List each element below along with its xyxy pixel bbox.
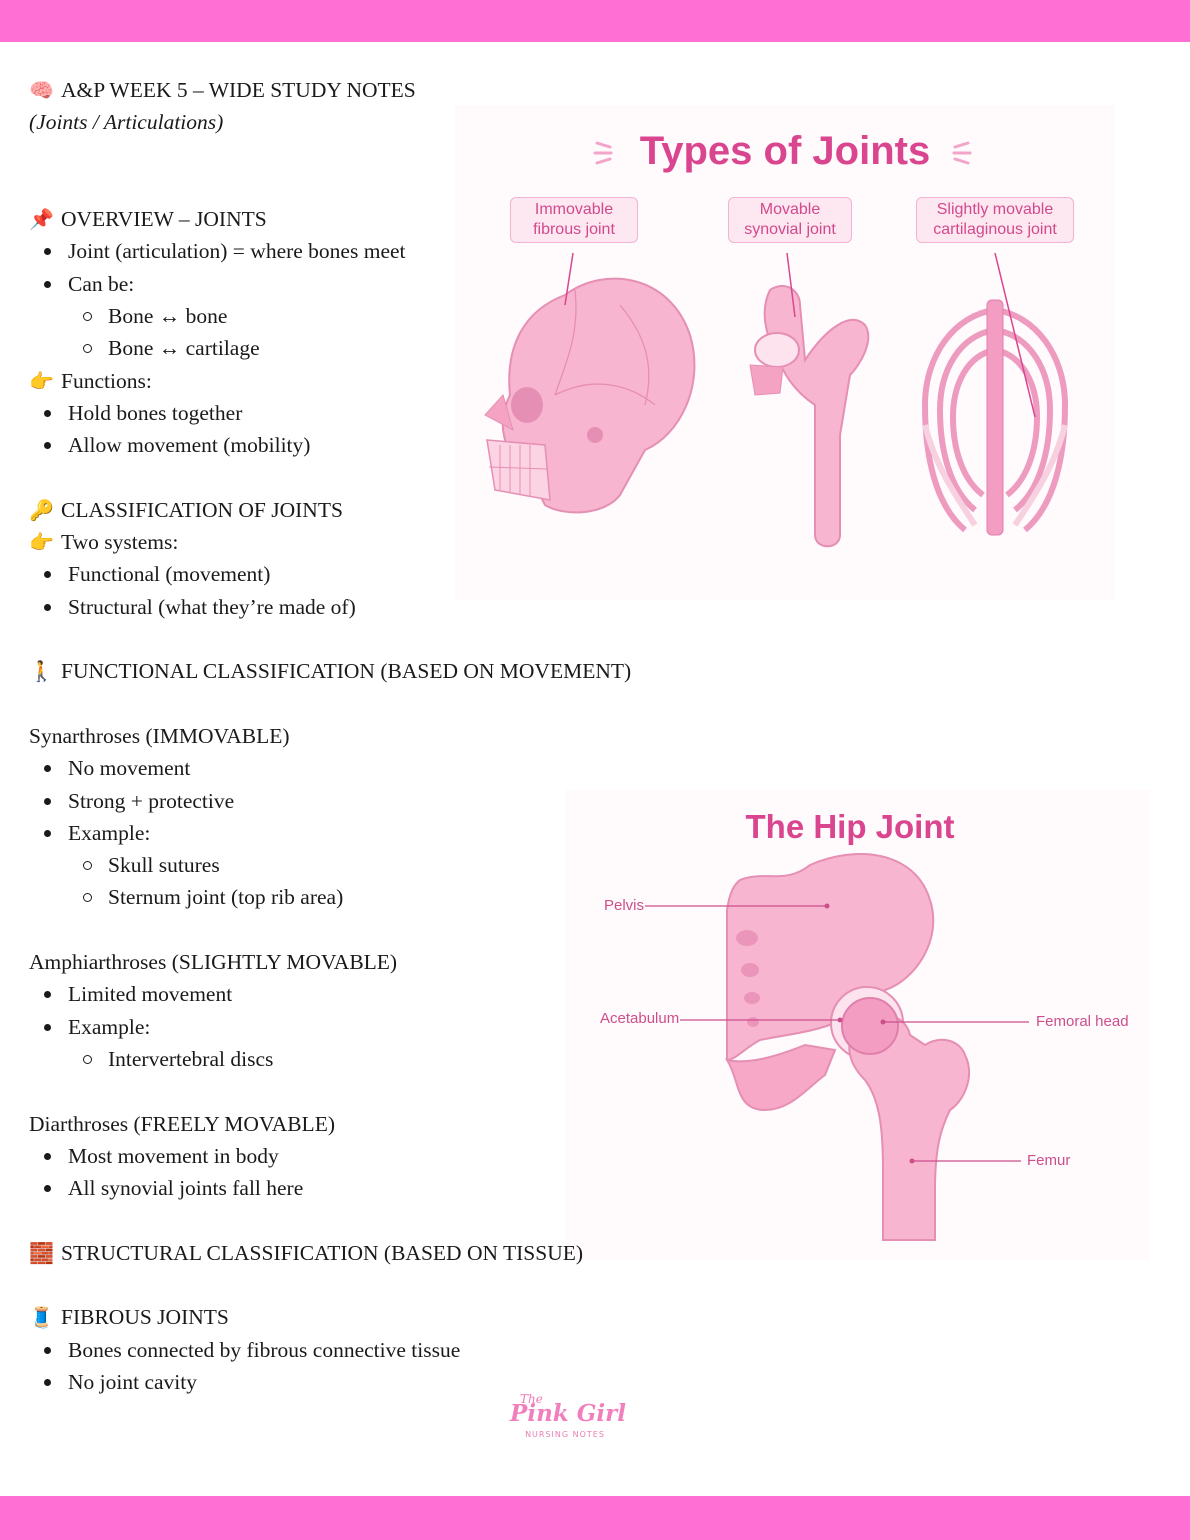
tag-line: cartilaginous joint	[933, 221, 1057, 238]
list-item: Hold bones together	[29, 397, 709, 429]
sub-list-item: Skull sutures	[29, 849, 709, 881]
list-item: Example:	[29, 1011, 709, 1043]
pointing-hand-icon: 👉	[29, 368, 54, 393]
sub-list-item: Bone ↔ bone	[29, 300, 709, 332]
hip-joint-figure: The Hip Joint Pelvis Acetabulum Femoral …	[565, 790, 1150, 1260]
classification-heading-text: CLASSIFICATION OF JOINTS	[61, 497, 343, 522]
amphiarthroses-title: Amphiarthroses (SLIGHTLY MOVABLE)	[29, 950, 398, 975]
classification-heading: 🔑 CLASSIFICATION OF JOINTS	[29, 494, 709, 526]
types-of-joints-figure: Types of Joints Immovable fibrous joint …	[455, 105, 1115, 600]
notes-title: 🧠 A&P WEEK 5 – WIDE STUDY NOTES	[29, 74, 709, 106]
sub-list-item: Bone ↔ cartilage	[29, 332, 709, 364]
sternum-spine-illustration	[986, 299, 1004, 536]
brain-icon: 🧠	[29, 78, 54, 102]
figure-pointers	[564, 252, 1036, 418]
fibrous-heading-text: FIBROUS JOINTS	[61, 1305, 229, 1330]
ribcage-illustration	[921, 307, 1069, 533]
label-femur: Femur	[1027, 1152, 1071, 1169]
list-item: Bones connected by fibrous connective ti…	[29, 1334, 709, 1366]
functional-heading-text: FUNCTIONAL CLASSIFICATION (BASED ON MOVE…	[61, 659, 632, 684]
top-pink-band	[0, 0, 1190, 42]
label-pelvis: Pelvis	[604, 897, 645, 914]
hip-joint-illustration	[645, 853, 1029, 1241]
types-of-joints-title: Types of Joints	[639, 129, 931, 173]
functions-label: 👉 Functions:	[29, 365, 709, 397]
tag-movable-synovial: Movable synovial joint	[728, 197, 852, 243]
tag-slightly-movable-cartilaginous: Slightly movable cartilaginous joint	[916, 197, 1074, 243]
notes-title-text: A&P WEEK 5 – WIDE STUDY NOTES	[61, 78, 416, 102]
synarthroses-title: Synarthroses (IMMOVABLE)	[29, 723, 290, 748]
list-item: No movement	[29, 752, 709, 784]
label-acetabulum: Acetabulum	[600, 1010, 680, 1027]
logo-main: Pink Girl	[510, 1400, 626, 1427]
logo-sub: NURSING NOTES	[525, 1430, 605, 1439]
tag-line: Slightly movable	[936, 201, 1054, 218]
list-item: No joint cavity	[29, 1366, 709, 1398]
bricks-icon: 🧱	[29, 1240, 54, 1265]
list-item: Can be:	[29, 268, 709, 300]
overview-heading-text: OVERVIEW – JOINTS	[61, 207, 267, 232]
study-notes: 🧠 A&P WEEK 5 – WIDE STUDY NOTES (Joints /…	[29, 74, 709, 1398]
person-walking-icon: 🚶	[29, 659, 54, 684]
systems-label-text: Two systems:	[61, 530, 179, 555]
femur-illustration	[841, 997, 970, 1241]
list-item: Functional (movement)	[29, 558, 709, 590]
tag-line: Immovable	[534, 201, 614, 218]
pink-girl-logo: The Pink Girl NURSING NOTES	[490, 1390, 650, 1450]
sub-list-item: Sternum joint (top rib area)	[29, 881, 709, 913]
title-decoration-left	[593, 141, 613, 165]
tag-line: synovial joint	[744, 221, 836, 238]
logo-the: The	[520, 1392, 543, 1406]
functions-label-text: Functions:	[61, 368, 152, 393]
list-item: All synovial joints fall here	[29, 1172, 709, 1204]
list-item: Joint (articulation) = where bones meet	[29, 235, 709, 267]
list-item: Most movement in body	[29, 1140, 709, 1172]
structural-heading-text: STRUCTURAL CLASSIFICATION (BASED ON TISS…	[61, 1240, 584, 1265]
hip-pointers	[645, 905, 1029, 1162]
list-item: Strong + protective	[29, 785, 709, 817]
skull-illustration	[484, 277, 696, 514]
fibrous-heading: 🧵 FIBROUS JOINTS	[29, 1301, 709, 1333]
bottom-pink-band	[0, 1496, 1190, 1540]
key-icon: 🔑	[29, 497, 54, 522]
pushpin-icon: 📌	[29, 207, 54, 232]
overview-heading: 📌 OVERVIEW – JOINTS	[29, 203, 709, 235]
structural-heading: 🧱 STRUCTURAL CLASSIFICATION (BASED ON TIS…	[29, 1237, 709, 1269]
spool-of-thread-icon: 🧵	[29, 1305, 54, 1330]
tag-immovable-fibrous: Immovable fibrous joint	[510, 197, 638, 243]
systems-label: 👉 Two systems:	[29, 526, 709, 558]
label-femoral-head: Femoral head	[1036, 1013, 1129, 1030]
functional-heading: 🚶 FUNCTIONAL CLASSIFICATION (BASED ON MOV…	[29, 655, 709, 687]
hip-femur-illustration	[749, 285, 870, 548]
tag-line: fibrous joint	[533, 221, 615, 238]
diarthroses-title: Diarthroses (FREELY MOVABLE)	[29, 1111, 335, 1136]
pointing-hand-icon: 👉	[29, 530, 54, 555]
list-item: Structural (what they’re made of)	[29, 591, 709, 623]
list-item: Limited movement	[29, 978, 709, 1010]
types-of-joints-illustration	[484, 141, 1069, 548]
title-decoration-right	[952, 141, 972, 165]
sub-list-item: Intervertebral discs	[29, 1043, 709, 1075]
tag-line: Movable	[759, 201, 821, 218]
hip-joint-title: The Hip Joint	[745, 808, 955, 845]
list-item: Example:	[29, 817, 709, 849]
list-item: Allow movement (mobility)	[29, 429, 709, 461]
notes-subtitle: (Joints / Articulations)	[29, 110, 224, 135]
